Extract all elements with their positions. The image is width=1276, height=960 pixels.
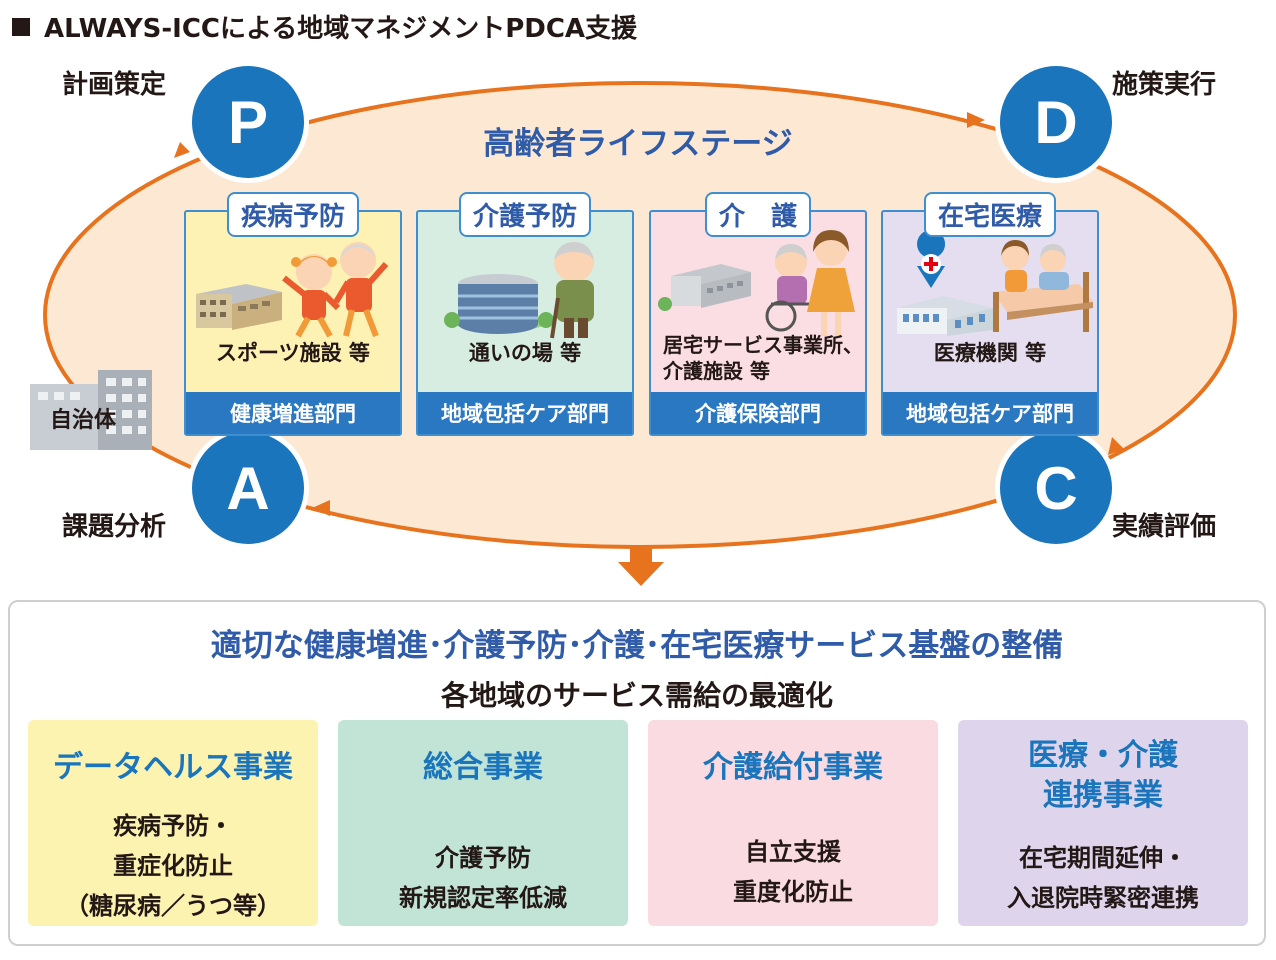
card-tag: 介 護 bbox=[704, 192, 812, 237]
business-description: 介護予防 新規認定率低減 bbox=[338, 838, 628, 918]
business-card-data-health: データヘルス事業 疾病予防・ 重症化防止 （糖尿病／うつ等） bbox=[28, 720, 318, 926]
outcome-subtitle: 各地域のサービス需給の最適化 bbox=[440, 679, 833, 712]
down-arrow-icon bbox=[618, 548, 664, 586]
municipality-building-icon bbox=[30, 370, 152, 450]
arrow-d-to-c bbox=[1108, 437, 1124, 455]
card-department: 地域包括ケア部門 bbox=[418, 392, 632, 434]
business-description-line: 在宅期間延伸・ bbox=[1019, 844, 1187, 872]
arrow-c-to-a bbox=[312, 500, 330, 516]
business-description-line: 疾病予防・ bbox=[113, 812, 233, 840]
card-place: スポーツ施設 等 bbox=[216, 341, 370, 365]
business-description-line: 重度化防止 bbox=[733, 878, 853, 906]
stage-card-nursing-care: 介 護 居宅サービス事業所、 介護施設 等 介護保険部門 bbox=[649, 192, 867, 436]
card-tag: 介護予防 bbox=[458, 192, 592, 237]
business-description: 疾病予防・ 重症化防止 （糖尿病／うつ等） bbox=[28, 806, 318, 926]
business-name: 医療・介護 連携事業 bbox=[958, 736, 1248, 816]
card-department: 地域包括ケア部門 bbox=[883, 392, 1097, 434]
elderly-man-and-round-building-illustration bbox=[444, 242, 594, 339]
card-department: 介護保険部門 bbox=[651, 392, 865, 434]
municipality-label: 自治体 bbox=[50, 408, 117, 433]
hospital-and-bed-illustration bbox=[897, 230, 1093, 336]
arrow-p-to-d bbox=[967, 112, 985, 128]
phase-a-label: 課題分析 bbox=[62, 512, 167, 542]
phase-d-circle: D bbox=[1000, 66, 1112, 178]
card-place: 医療機関 等 bbox=[933, 341, 1047, 365]
business-description: 自立支援 重度化防止 bbox=[648, 832, 938, 912]
card-place-line: 居宅サービス事業所、 bbox=[663, 333, 863, 357]
outcome-panel: 適切な健康増進･介護予防･介護･在宅医療サービス基盤の整備 各地域のサービス需給… bbox=[8, 600, 1266, 946]
business-name: 介護給付事業 bbox=[703, 750, 883, 785]
business-card-comprehensive: 総合事業 介護予防 新規認定率低減 bbox=[338, 720, 628, 926]
business-name-line: 医療・介護 bbox=[1028, 738, 1178, 773]
business-card-medical-care-collaboration: 医療・介護 連携事業 在宅期間延伸・ 入退院時緊密連携 bbox=[958, 720, 1248, 926]
stage-card-care-prevention: 介護予防 通いの場 等 地域包括ケア部門 bbox=[416, 192, 634, 436]
page-title: ALWAYS-ICCによる地域マネジメントPDCA支援 bbox=[8, 8, 637, 45]
page-title-text: ALWAYS-ICCによる地域マネジメントPDCA支援 bbox=[44, 14, 638, 44]
business-description-line: 介護予防 bbox=[435, 844, 531, 872]
business-description-line: 重症化防止 bbox=[113, 852, 233, 880]
business-description-line: 入退院時緊密連携 bbox=[1007, 884, 1199, 912]
card-place: 通いの場 等 bbox=[468, 341, 582, 365]
business-name: データヘルス事業 bbox=[53, 750, 293, 785]
phase-c-circle: C bbox=[1000, 432, 1112, 544]
title-square-bullet bbox=[12, 17, 30, 36]
arrow-a-to-p bbox=[174, 142, 190, 158]
card-department: 健康増進部門 bbox=[186, 392, 400, 434]
wheelchair-and-caregiver-illustration bbox=[658, 230, 855, 336]
outcome-title: 適切な健康増進･介護予防･介護･在宅医療サービス基盤の整備 bbox=[210, 628, 1064, 664]
card-place-line: 介護施設 等 bbox=[663, 359, 770, 383]
card-tag: 疾病予防 bbox=[226, 192, 360, 237]
phase-a-circle: A bbox=[192, 432, 304, 544]
card-place: 居宅サービス事業所、 介護施設 等 bbox=[651, 332, 865, 384]
business-name: 総合事業 bbox=[423, 750, 543, 785]
phase-p-circle: P bbox=[192, 66, 304, 178]
business-description: 在宅期間延伸・ 入退院時緊密連携 bbox=[958, 838, 1248, 918]
phase-d-label: 施策実行 bbox=[1112, 70, 1217, 100]
gymnasts-and-building-illustration bbox=[196, 242, 389, 338]
phase-c-label: 実績評価 bbox=[1112, 512, 1217, 542]
phase-p-label: 計画策定 bbox=[62, 70, 167, 100]
business-card-care-benefit: 介護給付事業 自立支援 重度化防止 bbox=[648, 720, 938, 926]
business-description-line: 新規認定率低減 bbox=[399, 884, 567, 912]
business-description-line: 自立支援 bbox=[745, 838, 841, 866]
card-tag: 在宅医療 bbox=[923, 192, 1057, 237]
stage-card-disease-prevention: 疾病予防 スポーツ施設 等 健康増進部門 bbox=[184, 192, 402, 436]
business-description-line: （糖尿病／うつ等） bbox=[65, 892, 281, 920]
business-name-line: 連携事業 bbox=[1043, 778, 1163, 813]
lifestage-title: 高齢者ライフステージ bbox=[483, 126, 793, 162]
stage-card-home-medical: 在宅医療 医療機関 等 地域包括ケア部門 bbox=[881, 192, 1099, 436]
